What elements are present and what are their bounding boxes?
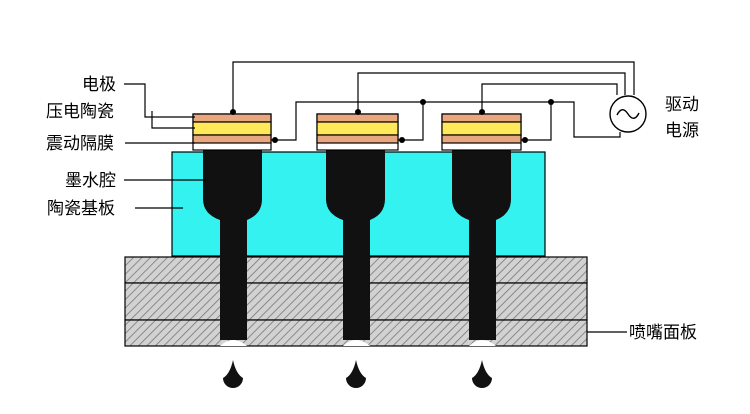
label-ink-chamber: 墨水腔 [65, 171, 116, 191]
ac-source-icon [609, 95, 647, 133]
label-drive-power-line2: 电源 [665, 121, 699, 141]
ink-chamber [203, 150, 511, 340]
nozzle-opening [220, 340, 496, 346]
leader-lines [124, 83, 627, 333]
label-piezo-ceramic: 压电陶瓷 [46, 102, 114, 122]
label-ceramic-substrate: 陶瓷基板 [47, 199, 115, 219]
label-electrode: 电极 [82, 75, 116, 95]
label-vibration-diaphragm: 震动隔膜 [46, 134, 114, 154]
label-nozzle-plate: 喷嘴面板 [629, 323, 697, 343]
label-drive-power-line1: 驱动 [665, 95, 699, 115]
drive-wiring [232, 61, 635, 141]
actuator-stack [192, 113, 522, 151]
ink-droplet-icon [223, 360, 492, 388]
wire-junction [230, 99, 554, 143]
